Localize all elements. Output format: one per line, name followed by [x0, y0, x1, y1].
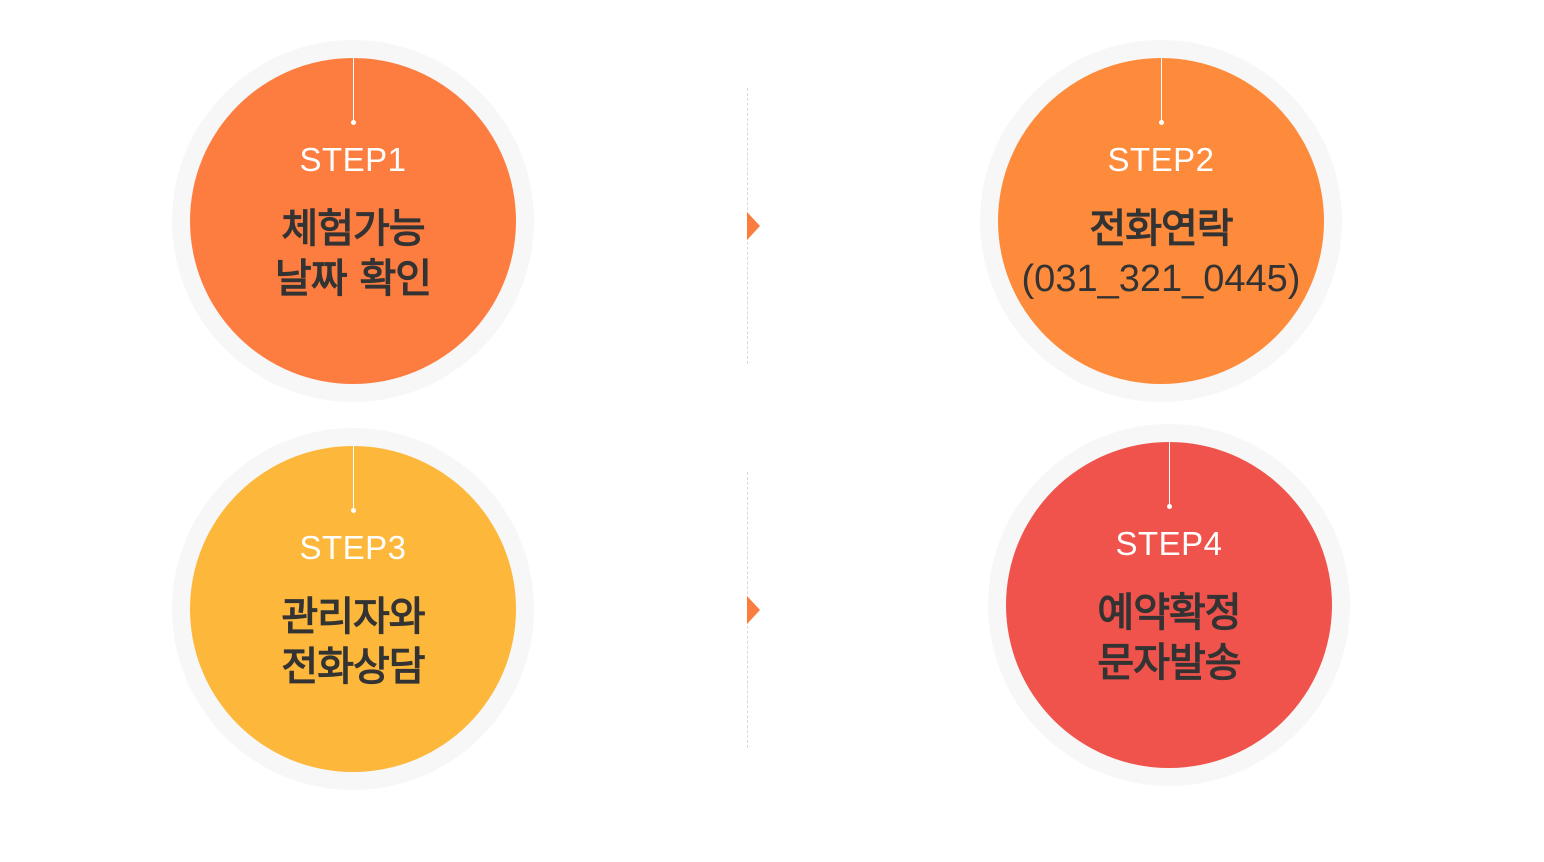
- step-3-indicator-line: [352, 446, 354, 510]
- step-2-phone-number: (031_321_0445): [1021, 258, 1301, 300]
- step-3-circle: STEP3 관리자와 전화상담: [172, 428, 534, 790]
- step-4-title-line-2: 문자발송: [1097, 640, 1241, 686]
- step-4-indicator-dot: [1166, 504, 1172, 509]
- step-4-indicator-line: [1168, 442, 1170, 506]
- step-2-title: 전화연락 (031_321_0445): [998, 204, 1324, 304]
- step-3-title-line-2: 전화상담: [281, 644, 425, 690]
- step-1-label: STEP1: [299, 141, 407, 178]
- step-4-inner: STEP4 예약확정 문자발송: [1006, 442, 1332, 768]
- step-4-title-line-1: 예약확정: [1097, 590, 1241, 636]
- step-1-title: 체험가능 날짜 확인: [190, 204, 516, 304]
- step-1-indicator-line: [352, 58, 354, 122]
- step-2-indicator-line: [1160, 58, 1162, 122]
- step-3-title-line-1: 관리자와: [281, 594, 425, 640]
- step-4-title: 예약확정 문자발송: [1006, 588, 1332, 688]
- step-4-circle: STEP4 예약확정 문자발송: [988, 424, 1350, 786]
- step-2-title-line-1: 전화연락: [1089, 206, 1233, 252]
- step-1-inner: STEP1 체험가능 날짜 확인: [190, 58, 516, 384]
- step-3-title: 관리자와 전화상담: [190, 592, 516, 692]
- step-1-title-line-1: 체험가능: [281, 206, 425, 252]
- step-3-label: STEP3: [299, 529, 407, 566]
- triangle-right-arrow-icon: [747, 212, 760, 240]
- step-1-circle: STEP1 체험가능 날짜 확인: [172, 40, 534, 402]
- step-4-label: STEP4: [1115, 525, 1223, 562]
- step-2-circle: STEP2 전화연락 (031_321_0445): [980, 40, 1342, 402]
- step-2-inner: STEP2 전화연락 (031_321_0445): [998, 58, 1324, 384]
- step-1-indicator-dot: [350, 120, 356, 125]
- step-3-inner: STEP3 관리자와 전화상담: [190, 446, 516, 772]
- step-2-label: STEP2: [1107, 141, 1215, 178]
- step-1-title-line-2: 날짜 확인: [274, 256, 432, 302]
- triangle-right-arrow-icon: [747, 596, 760, 624]
- step-3-indicator-dot: [350, 508, 356, 513]
- step-2-indicator-dot: [1158, 120, 1164, 125]
